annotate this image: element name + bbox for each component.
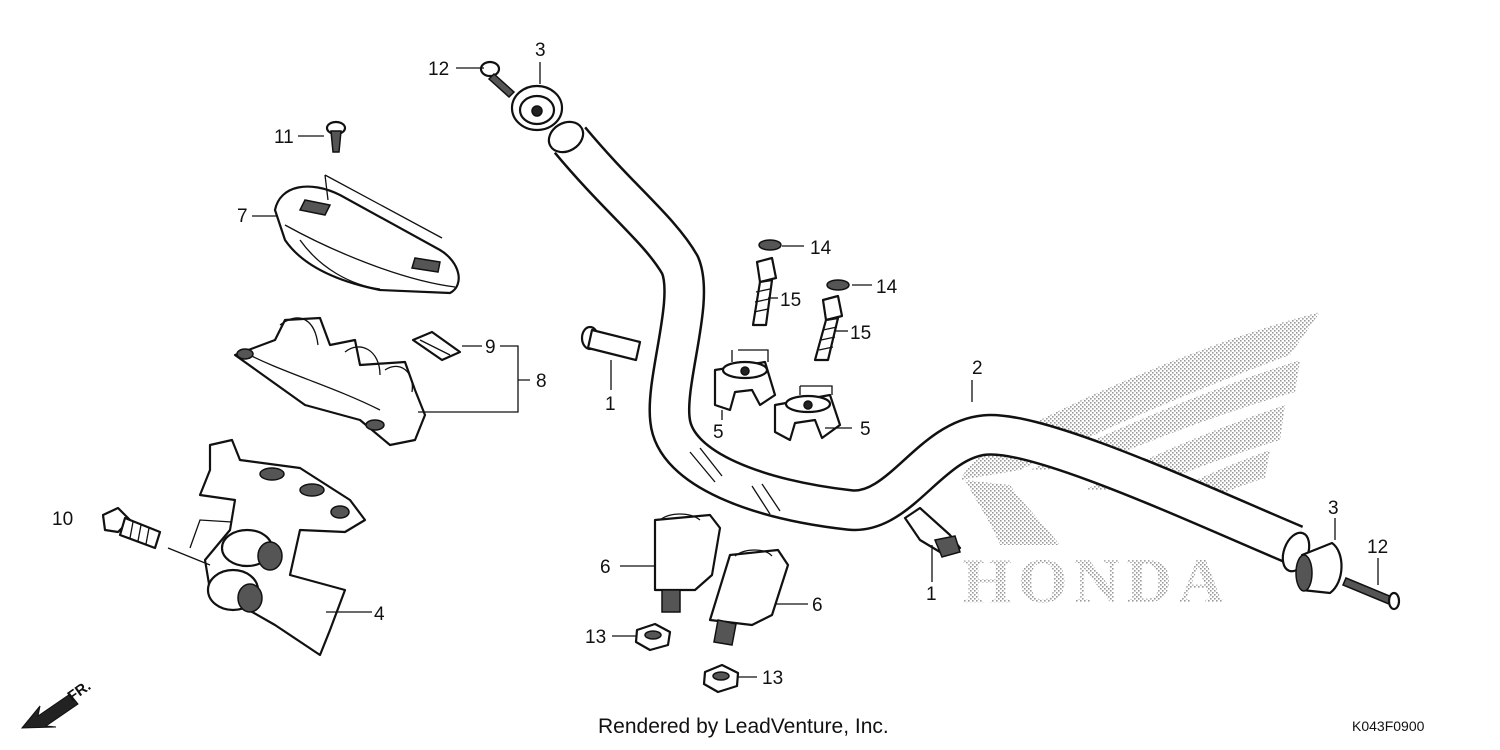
handlebar <box>547 120 1311 573</box>
callout-8: 8 <box>536 371 547 392</box>
holder-plate <box>411 330 462 362</box>
callout-13-right: 13 <box>762 668 783 689</box>
upper-clamp-right <box>773 393 842 442</box>
callout-14-left: 14 <box>810 238 832 259</box>
lower-holder-right <box>708 548 790 646</box>
callout-12-right: 12 <box>1367 537 1388 558</box>
lower-bracket <box>198 438 367 657</box>
front-direction-arrow: FR. <box>20 677 94 729</box>
screw-left <box>479 60 516 99</box>
callout-10: 10 <box>52 509 73 530</box>
lower-holder-left <box>653 513 722 613</box>
callout-11: 11 <box>274 127 294 148</box>
upper-holder <box>233 316 427 447</box>
washer-left <box>758 239 782 251</box>
footer-credit: Rendered by LeadVenture, Inc. <box>598 715 889 738</box>
callout-7: 7 <box>237 206 248 227</box>
cover-screw <box>325 120 347 153</box>
callout-14-right: 14 <box>876 277 898 298</box>
clip-left <box>580 325 642 362</box>
bracket-bolt <box>101 506 162 550</box>
holder-bolt-right <box>813 294 844 362</box>
callout-5-right: 5 <box>860 419 871 440</box>
callout-labels: 12 3 11 7 9 8 10 4 1 14 15 14 15 2 5 5 6… <box>52 40 1388 689</box>
clip-right <box>903 506 962 558</box>
callout-5-left: 5 <box>713 422 724 443</box>
callout-3-right: 3 <box>1328 498 1339 519</box>
upper-clamp-left <box>713 360 777 412</box>
nut-left <box>634 622 672 652</box>
holder-bolt-left <box>751 256 778 327</box>
bar-end-weight-right <box>1295 541 1343 595</box>
callout-2: 2 <box>972 358 983 379</box>
callout-15-left: 15 <box>780 290 801 311</box>
callout-1-right: 1 <box>926 584 937 605</box>
callout-12-left: 12 <box>428 59 449 80</box>
screw-right <box>1342 577 1401 611</box>
callout-3-left: 3 <box>535 40 546 61</box>
handlebar-cover <box>273 185 460 295</box>
bar-end-weight-left <box>510 84 564 132</box>
diagram-code: K043F0900 <box>1352 718 1425 734</box>
nut-right <box>702 663 740 694</box>
callout-13-left: 13 <box>585 627 606 648</box>
leader-lines <box>167 62 1379 678</box>
washer-right <box>826 279 850 291</box>
callout-4: 4 <box>374 604 385 625</box>
callout-6-right: 6 <box>812 595 823 616</box>
callout-6-left: 6 <box>600 557 611 578</box>
honda-watermark-text: HONDA <box>962 545 1230 616</box>
callout-1-left: 1 <box>605 394 616 415</box>
callout-9: 9 <box>485 337 496 358</box>
callout-15-right: 15 <box>850 323 871 344</box>
